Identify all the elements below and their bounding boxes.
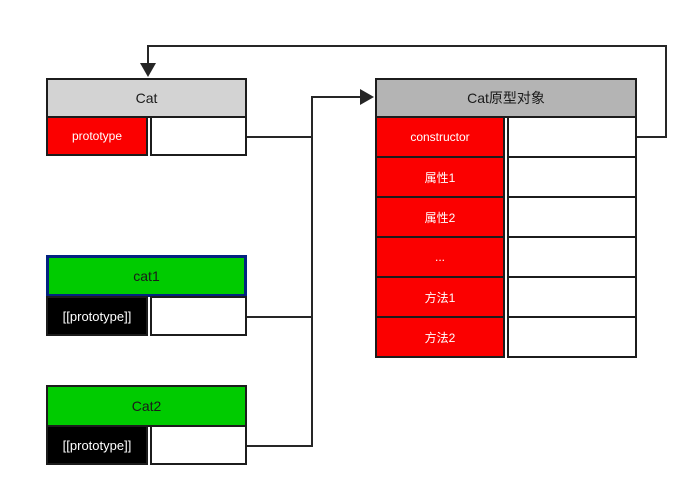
proto-row-constructor: constructor <box>375 116 637 158</box>
cat2-prototype-value-cell <box>150 425 247 465</box>
cat1-prototype-cell: [[prototype]] <box>46 296 148 336</box>
cat-prototype-row: prototype <box>46 116 247 156</box>
proto-row-value-cell <box>507 116 637 158</box>
cat2-prototype-row: [[prototype]] <box>46 425 247 465</box>
cat2-box: Cat2 [[prototype]] <box>46 385 247 465</box>
cat2-prototype-cell: [[prototype]] <box>46 425 148 465</box>
proto-row-ellipsis: ... <box>375 236 637 278</box>
proto-row-method2: 方法2 <box>375 316 637 358</box>
cat-prototype-value-cell <box>150 116 247 156</box>
proto-row-method1: 方法1 <box>375 276 637 318</box>
proto-row-attr2: 属性2 <box>375 196 637 238</box>
cat1-box-title: cat1 <box>46 255 247 297</box>
proto-row-label: 属性1 <box>375 156 505 198</box>
proto-row-attr1: 属性1 <box>375 156 637 198</box>
cat-prototype-object-box: Cat原型对象 constructor 属性1 属性2 ... 方法1 方法2 <box>375 78 637 358</box>
proto-row-label: 属性2 <box>375 196 505 238</box>
cat1-prototype-value-cell <box>150 296 247 336</box>
edge-constructor-to-cat-left-drop-line <box>147 45 149 65</box>
arrowhead-right-icon <box>360 89 374 105</box>
proto-row-label: 方法2 <box>375 316 505 358</box>
proto-row-value-cell <box>507 276 637 318</box>
proto-row-label: ... <box>375 236 505 278</box>
cat2-box-title: Cat2 <box>46 385 247 427</box>
cat1-prototype-row: [[prototype]] <box>46 296 247 336</box>
edge-cat-prototype-out-line <box>247 136 313 138</box>
proto-row-value-cell <box>507 236 637 278</box>
edge-to-prototype-object-line <box>311 96 363 98</box>
arrowhead-down-icon <box>140 63 156 77</box>
edge-constructor-to-cat-top-line <box>147 45 667 47</box>
cat-prototype-cell: prototype <box>46 116 148 156</box>
edge-constructor-out-line <box>637 136 667 138</box>
edge-constructor-to-cat-right-rise-line <box>665 45 667 138</box>
proto-row-label: 方法1 <box>375 276 505 318</box>
cat-box: Cat prototype <box>46 78 247 156</box>
edge-cat1-prototype-out-line <box>247 316 313 318</box>
cat-box-title: Cat <box>46 78 247 118</box>
proto-row-value-cell <box>507 196 637 238</box>
proto-row-value-cell <box>507 156 637 198</box>
cat-prototype-object-title: Cat原型对象 <box>375 78 637 118</box>
edge-trunk-vertical-line <box>311 96 313 447</box>
cat1-box: cat1 [[prototype]] <box>46 255 247 336</box>
proto-row-value-cell <box>507 316 637 358</box>
edge-cat2-prototype-out-line <box>247 445 313 447</box>
proto-row-label: constructor <box>375 116 505 158</box>
